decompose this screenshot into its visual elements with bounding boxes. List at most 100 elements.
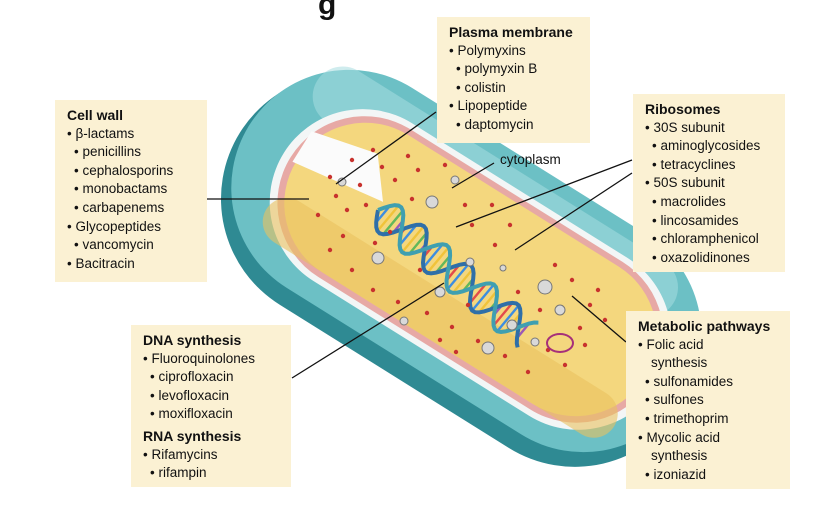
metabolic-title: Metabolic pathways (638, 318, 771, 334)
ribosome-dot (349, 157, 355, 163)
list-item: • izoniazid (645, 466, 707, 482)
ribosome-dot (333, 193, 339, 199)
plasmid (546, 333, 574, 353)
ribosome-dot (387, 229, 393, 235)
dna-base-pair (492, 302, 514, 327)
ribosomes-box: Ribosomes • 30S subunit • aminoglycosides… (633, 94, 785, 272)
ribosome-dot (417, 267, 423, 273)
list-item: • penicillins (74, 144, 142, 160)
ribosome-dot (577, 325, 583, 331)
ribosome-dot (595, 287, 601, 293)
ribosome-dot (392, 177, 398, 183)
plasma-membrane-box: Plasma membrane • Polymyxins• polymyxin … (437, 17, 590, 143)
ribosome-dot (537, 307, 543, 313)
cell-wall-list: • β-lactams • penicillins • cephalosporins… (67, 125, 197, 274)
ribosome-dot (372, 240, 378, 246)
list-item: • trimethoprim (645, 410, 729, 426)
list-item: • aminoglycosides (652, 138, 761, 154)
ribosome-dot (449, 324, 455, 330)
cytoplasm-label: cytoplasm (500, 152, 561, 167)
list-item: • carbapenems (74, 199, 165, 215)
list-item: • tetracyclines (652, 156, 736, 172)
ribosome-dot (602, 317, 608, 323)
leader-cytoplasm (451, 162, 495, 189)
list-item: • Polymyxins (449, 42, 526, 58)
ribosome-dot (409, 196, 415, 202)
ribosome-dot (562, 362, 568, 368)
ribosome-dot (370, 287, 376, 293)
ribosome-dot (340, 233, 346, 239)
leader-plasma-membrane (335, 111, 437, 185)
list-item: • sulfones (645, 392, 704, 408)
dna-base-pair (398, 224, 418, 246)
ribosomes-title: Ribosomes (645, 101, 721, 117)
list-item: • Glycopeptides (67, 218, 162, 234)
dna-synthesis-list: • Fluoroquinolones• ciprofloxacin• levof… (143, 350, 281, 424)
ribosome-dot (442, 162, 448, 168)
list-item: • Lipopeptide (449, 98, 528, 114)
list-item: • 50S subunit (645, 175, 725, 191)
ribosome-dot (453, 349, 459, 355)
ribosome-dot (379, 164, 385, 170)
ribosome-dot (469, 222, 475, 228)
ribosome-dot (363, 202, 369, 208)
dna-strand (377, 203, 539, 335)
list-item: • macrolides (652, 193, 726, 209)
dna-base-pair (434, 254, 452, 274)
granule (425, 195, 439, 209)
granule (530, 337, 540, 347)
dna-helix (374, 203, 539, 348)
list-item: • cephalosporins (74, 162, 174, 178)
dna-base-pair (446, 263, 470, 291)
cell-wall-box: Cell wall • β-lactams • penicillins • ceph… (55, 100, 207, 282)
leader-dna (291, 282, 445, 379)
ribosome-dot (492, 242, 498, 248)
plasma-membrane-list: • Polymyxins• polymyxin B• colistin• Lip… (449, 42, 580, 135)
dna-base-pair (471, 283, 495, 312)
dna-rna-synthesis-box: DNA synthesis • Fluoroquinolones• ciprof… (131, 325, 291, 487)
ribosome-dot (502, 353, 508, 359)
ribosome-dot (349, 267, 355, 273)
ribosome-dot (569, 277, 575, 283)
dna-base-pair (468, 282, 488, 304)
cell-wall-title: Cell wall (67, 107, 124, 123)
list-item: synthesis (651, 448, 708, 464)
ribosome-dot (405, 153, 411, 159)
list-item: • levofloxacin (150, 387, 230, 403)
dna-base-pair (382, 209, 404, 236)
granule (481, 341, 495, 355)
list-item: • polymyxin B (456, 61, 538, 77)
list-item: • β-lactams (67, 125, 135, 141)
ribosomes-list: • 30S subunit • aminoglycosides • tetracyc… (645, 119, 775, 268)
dna-base-pair (496, 304, 520, 333)
dna-strand (374, 209, 523, 348)
granule (465, 257, 475, 267)
granule (399, 316, 409, 326)
ribosome-dot (515, 289, 521, 295)
title-fragment: g (318, 0, 337, 21)
dna-base-pair (401, 225, 425, 253)
ribosome-dot (462, 202, 468, 208)
ribosome-dot (370, 147, 376, 153)
list-item: • chloramphenicol (652, 231, 759, 247)
rna-synthesis-list: • Rifamycins• rifampin (143, 446, 281, 483)
granule (537, 279, 553, 295)
ribosome-dots (315, 147, 608, 375)
granules (337, 175, 566, 355)
granule (434, 286, 446, 298)
ribosome-dot (357, 182, 363, 188)
list-item: • Mycolic acid (638, 429, 720, 445)
ribosome-dot (525, 369, 531, 375)
list-item: • 30S subunit (645, 119, 725, 135)
ribosome-dot (475, 338, 481, 344)
granule (450, 175, 460, 185)
ribosome-dot (327, 247, 333, 253)
leader-metabolic (571, 295, 627, 343)
leader-ribosomes-2 (514, 172, 633, 251)
ribosome-dot (587, 302, 593, 308)
list-item: • vancomycin (74, 237, 154, 253)
leader-ribosomes-1 (455, 159, 633, 228)
dna-base-pair (478, 290, 498, 314)
